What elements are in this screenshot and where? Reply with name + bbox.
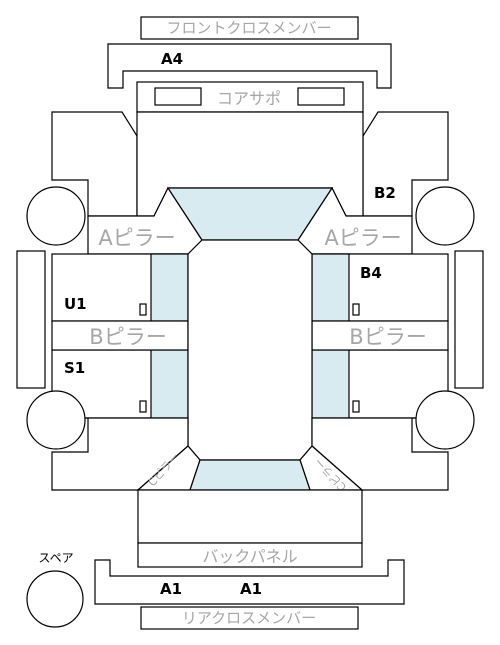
b-pillar-left-label: Bピラー	[89, 325, 166, 349]
marker-a1-left: A1	[160, 580, 182, 598]
rear-left-door-handle	[139, 400, 147, 413]
spare-tire[interactable]	[26, 570, 84, 628]
front-right-door-glass[interactable]	[311, 253, 350, 322]
a-pillar-right-label: Aピラー	[324, 226, 401, 250]
front-bumper-bracket[interactable]	[107, 43, 392, 89]
front-right-door-handle	[352, 303, 360, 316]
marker-b4: B4	[360, 264, 382, 282]
roof-panel[interactable]	[187, 239, 313, 461]
marker-a1-right: A1	[240, 580, 262, 598]
rear-right-quarter[interactable]	[311, 417, 449, 491]
front-left-door-handle	[139, 303, 147, 316]
rear-right-door-handle	[352, 400, 360, 413]
rear-bumper[interactable]	[94, 559, 405, 605]
back-panel-label: バックパネル	[202, 547, 297, 566]
spare-label: スペア	[38, 551, 73, 565]
right-side-sill[interactable]	[454, 250, 484, 389]
left-side-sill[interactable]	[16, 250, 46, 389]
front-left-door-glass[interactable]	[150, 253, 189, 322]
wheel-rear-right[interactable]	[415, 390, 475, 450]
rear-left-door-glass[interactable]	[150, 349, 189, 419]
b-pillar-left[interactable]	[51, 320, 189, 351]
a-pillar-left-label: Aピラー	[98, 226, 175, 250]
core-support-label: コアサポ	[217, 89, 281, 108]
back-panel[interactable]	[137, 542, 363, 568]
wheel-rear-left[interactable]	[26, 390, 86, 450]
trunk-lid[interactable]	[137, 489, 363, 544]
b-pillar-right-label: Bピラー	[349, 325, 426, 349]
rear-cross-member-label: リアクロスメンバー	[182, 609, 316, 627]
rear-right-door-glass[interactable]	[311, 349, 350, 419]
rear-cross-member-box[interactable]	[140, 606, 359, 630]
rear-left-quarter[interactable]	[51, 417, 189, 491]
wheel-front-right[interactable]	[415, 186, 475, 246]
marker-a4: A4	[161, 50, 183, 68]
front-cross-member-label: フロントクロスメンバー	[166, 19, 331, 37]
marker-u1: U1	[64, 295, 87, 313]
b-pillar-right[interactable]	[311, 320, 449, 351]
front-cross-member-box[interactable]	[140, 16, 359, 40]
marker-s1: S1	[64, 359, 85, 377]
marker-b2: B2	[374, 184, 396, 202]
rear-window[interactable]	[189, 459, 311, 491]
headlight-right[interactable]	[297, 87, 345, 106]
headlight-left[interactable]	[154, 87, 202, 106]
wheel-front-left[interactable]	[26, 186, 86, 246]
